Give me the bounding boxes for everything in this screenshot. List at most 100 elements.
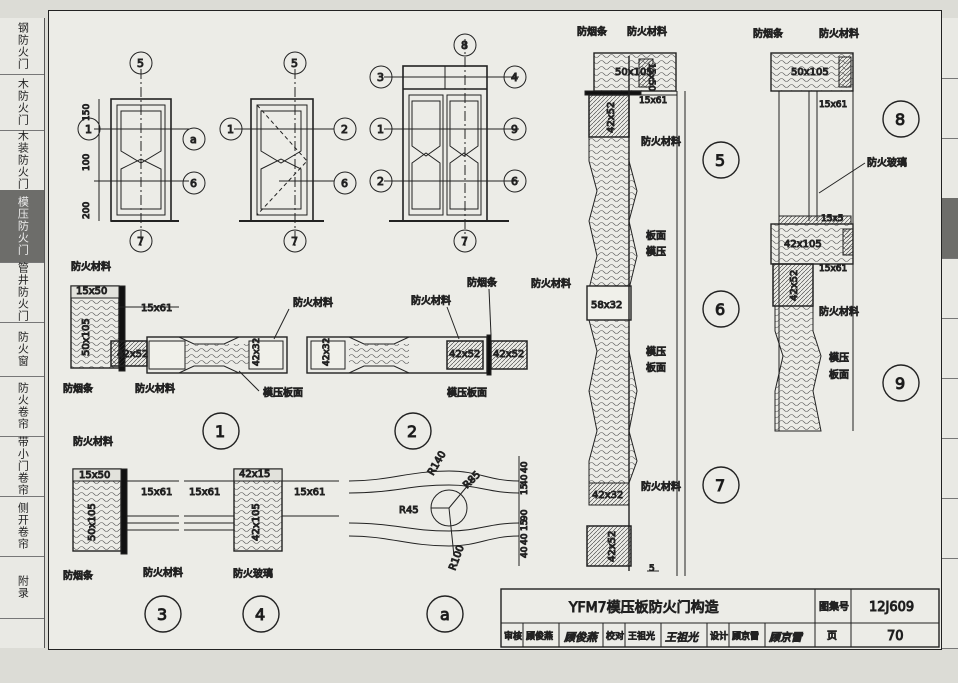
label-board: 板面 [829,368,849,381]
dim-v15: 15 [520,520,530,531]
dim-v40: 40 [520,533,530,545]
left-tab-label: 防火卷帘 [16,382,30,430]
section-3 [72,468,179,555]
door-elevation-double [384,39,519,246]
right-tab[interactable] [940,18,958,79]
page-number: 70 [887,629,904,644]
dim-42x32: 42x32 [322,338,332,366]
left-tab-9[interactable]: 附录 [0,556,44,619]
marker-2: 2 [377,175,384,188]
right-tab[interactable] [940,438,958,499]
right-tab[interactable] [940,378,958,439]
left-tab-label: 侧开卷帘 [16,502,30,550]
design-label: 设计 [710,630,728,642]
marker-7: 7 [461,235,468,248]
left-tab-label: 模压防火门 [16,196,30,256]
reviewer-signature: 顾俊燕 [564,631,599,644]
left-tab-6[interactable]: 防火卷帘 [0,376,44,437]
label-fire-material: 防火材料 [641,480,681,493]
right-tab[interactable] [940,258,958,319]
dim-v40: 40 [520,474,530,486]
left-tab-5[interactable]: 防火窗 [0,322,44,377]
dim-R100: R100 [447,544,466,572]
dim-42x105: 42x105 [251,503,262,541]
dim-42x52: 42x52 [789,270,800,301]
right-tab[interactable] [940,558,958,649]
label-molded: 模压 [829,352,849,364]
label-fire-material: 防火材料 [73,435,113,448]
left-tab-label: 管井防火门 [16,262,30,322]
section-8-9 [770,52,854,432]
atlas-number: 12J609 [869,600,914,615]
marker-8: 8 [461,39,468,52]
dim-50x105: 50x105 [791,67,829,78]
label-smoke-strip: 防烟条 [63,382,93,395]
marker-9: 9 [511,123,518,136]
left-tab-2[interactable]: 木装防火门 [0,130,44,191]
label-fire-material: 防火材料 [293,296,333,309]
marker-2: 2 [341,123,348,136]
profile-a [348,456,520,566]
left-tab-4[interactable]: 管井防火门 [0,262,44,323]
right-tab-active[interactable] [940,198,958,259]
left-tab-3[interactable]: 模压防火门 [0,190,44,263]
left-tab-label: 钢防火门 [16,22,30,70]
dim-100: 100 [82,154,92,171]
door-elevation-single [94,69,189,246]
label-fire-material: 防火材料 [627,25,667,38]
dim-15x50: 15x50 [79,470,110,481]
atlas-label: 图集号 [819,600,849,613]
left-tab-1[interactable]: 木防火门 [0,74,44,131]
section-label-7: 7 [715,476,725,495]
dim-15x61: 15x61 [639,96,667,106]
marker-a: a [190,133,197,146]
dim-50x105: 50x105 [615,67,653,78]
section-label-4: 4 [255,605,265,624]
right-tab[interactable] [940,498,958,559]
marker-7: 7 [137,235,144,248]
dim-15x61: 15x61 [141,303,172,314]
dim-15x61: 15x61 [819,100,847,110]
label-molded-panel: 模压板面 [263,386,303,399]
label-molded: 模压 [646,246,666,258]
dim-42x52: 42x52 [493,349,524,360]
designer-name: 顾京雷 [732,630,759,642]
checker-signature: 王祖光 [665,631,699,644]
marker-6: 6 [190,177,197,190]
marker-3: 3 [377,71,384,84]
marker-1: 1 [227,123,234,136]
right-tab[interactable] [940,318,958,379]
section-2 [306,334,528,376]
left-category-tabs: 钢防火门木防火门木装防火门模压防火门管井防火门防火窗防火卷帘带小门卷帘侧开卷帘附… [0,18,45,648]
dim-15x61: 15x61 [294,487,325,498]
dim-42x52: 42x52 [607,531,618,562]
left-tab-label: 木防火门 [16,78,30,126]
marker-6: 6 [341,177,348,190]
dim-42x15: 42x15 [239,469,270,480]
label-fire-material: 防火材料 [819,305,859,318]
page-label: 页 [827,630,837,642]
dim-42x52: 42x52 [449,349,480,360]
label-molded-panel: 模压板面 [447,386,487,399]
left-tab-8[interactable]: 侧开卷帘 [0,496,44,557]
label-fire-material: 防火材料 [71,260,111,273]
left-tab-0[interactable]: 钢防火门 [0,18,44,75]
left-tab-7[interactable]: 带小门卷帘 [0,436,44,497]
right-tab[interactable] [940,138,958,199]
reviewer-name: 顾俊燕 [526,630,553,642]
label-board: 板面 [646,361,666,374]
dim-15x61: 15x61 [189,487,220,498]
right-tab[interactable] [940,78,958,139]
drawing-canvas: 150 100 200 5 7 1 a 6 5 7 1 2 6 8 7 3 1 … [63,25,940,648]
dim-R140: R140 [426,449,449,477]
left-tab-label: 带小门卷帘 [16,436,30,496]
marker-1: 1 [377,123,384,136]
marker-5: 5 [291,57,298,70]
section-label-3: 3 [157,605,167,624]
dim-5: 5 [649,564,655,574]
label-fire-material: 防火材料 [135,382,175,395]
label-board: 板面 [646,229,666,242]
section-label-1: 1 [215,422,225,441]
dim-15x61: 15x61 [141,487,172,498]
review-label: 审核 [504,630,522,642]
